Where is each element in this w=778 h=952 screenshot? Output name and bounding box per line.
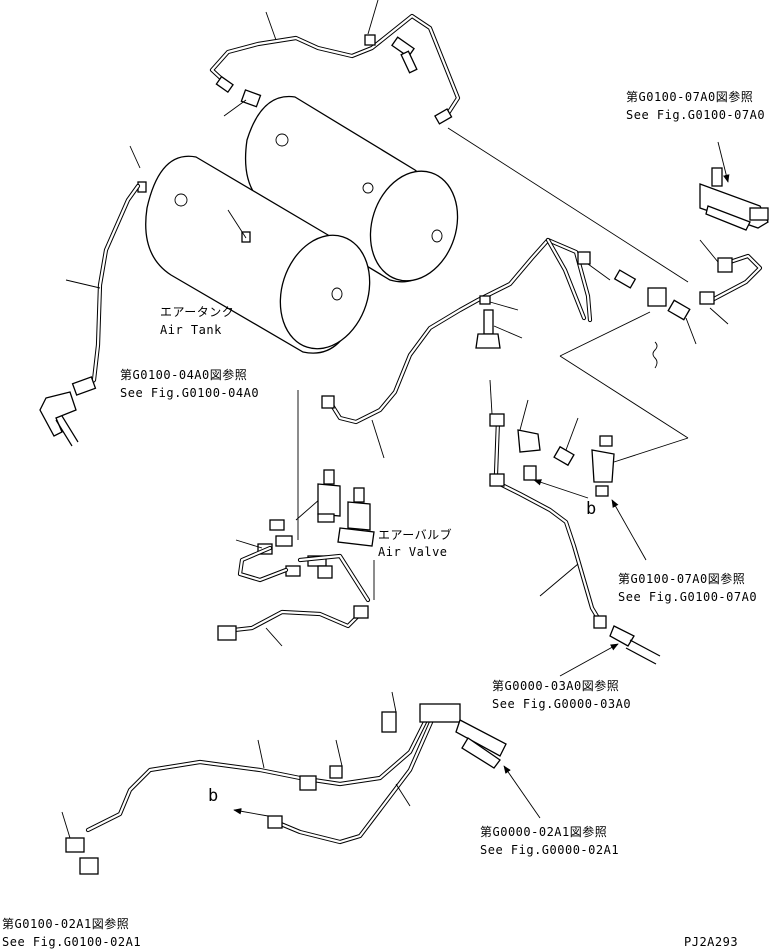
air-valve-assembly — [217, 469, 375, 647]
pipe-left — [39, 145, 247, 447]
pipe-lower — [61, 691, 541, 875]
air-valve-label-jp: エアーバルブ — [378, 528, 453, 542]
air-tank-label-jp: エアータンク — [160, 305, 235, 319]
reference-lines — [295, 127, 689, 600]
ref-jp: 第G0100-04A0図参照 — [120, 368, 248, 382]
ref-g0100-04a0: 第G0100-04A0図参照 See Fig.G0100-04A0 — [120, 366, 259, 402]
ref-g0100-07a0-top: 第G0100-07A0図参照 See Fig.G0100-07A0 — [626, 88, 765, 124]
ref-g0100-07a0-mid: 第G0100-07A0図参照 See Fig.G0100-07A0 — [618, 570, 757, 606]
ref-en: See Fig.G0100-07A0 — [626, 108, 766, 122]
drawing-code: PJ2A293 — [684, 935, 739, 949]
ref-jp: 第G0000-03A0図参照 — [492, 679, 620, 693]
ref-g0000-02a1: 第G0000-02A1図参照 See Fig.G0000-02A1 — [480, 823, 619, 859]
pipe-middle — [321, 237, 691, 459]
pipe-top — [209, 0, 461, 125]
ref-jp: 第G0100-02A1図参照 — [2, 917, 130, 931]
ref-jp: 第G0100-07A0図参照 — [618, 572, 746, 586]
air-tank-rear — [244, 95, 459, 283]
ref-en: See Fig.G0000-02A1 — [480, 843, 620, 857]
ref-en: See Fig.G0000-03A0 — [492, 697, 632, 711]
ref-g0100-02a1: 第G0100-02A1図参照 See Fig.G0100-02A1 — [2, 915, 141, 951]
air-valve-label-en: Air Valve — [378, 545, 448, 559]
air-tank-front — [137, 155, 371, 354]
ref-jp: 第G0100-07A0図参照 — [626, 90, 754, 104]
air-tank-label-en: Air Tank — [160, 323, 222, 337]
ref-en: See Fig.G0100-07A0 — [618, 590, 758, 604]
ref-en: See Fig.G0100-02A1 — [2, 935, 142, 949]
ref-g0000-03a0: 第G0000-03A0図参照 See Fig.G0000-03A0 — [492, 677, 631, 713]
callout-b-lower: b — [208, 786, 219, 806]
ref-en: See Fig.G0100-04A0 — [120, 386, 260, 400]
callout-b-upper: b — [586, 499, 597, 519]
right-upper-assembly — [685, 141, 769, 345]
right-valve-group — [489, 379, 661, 677]
ref-jp: 第G0000-02A1図参照 — [480, 825, 608, 839]
